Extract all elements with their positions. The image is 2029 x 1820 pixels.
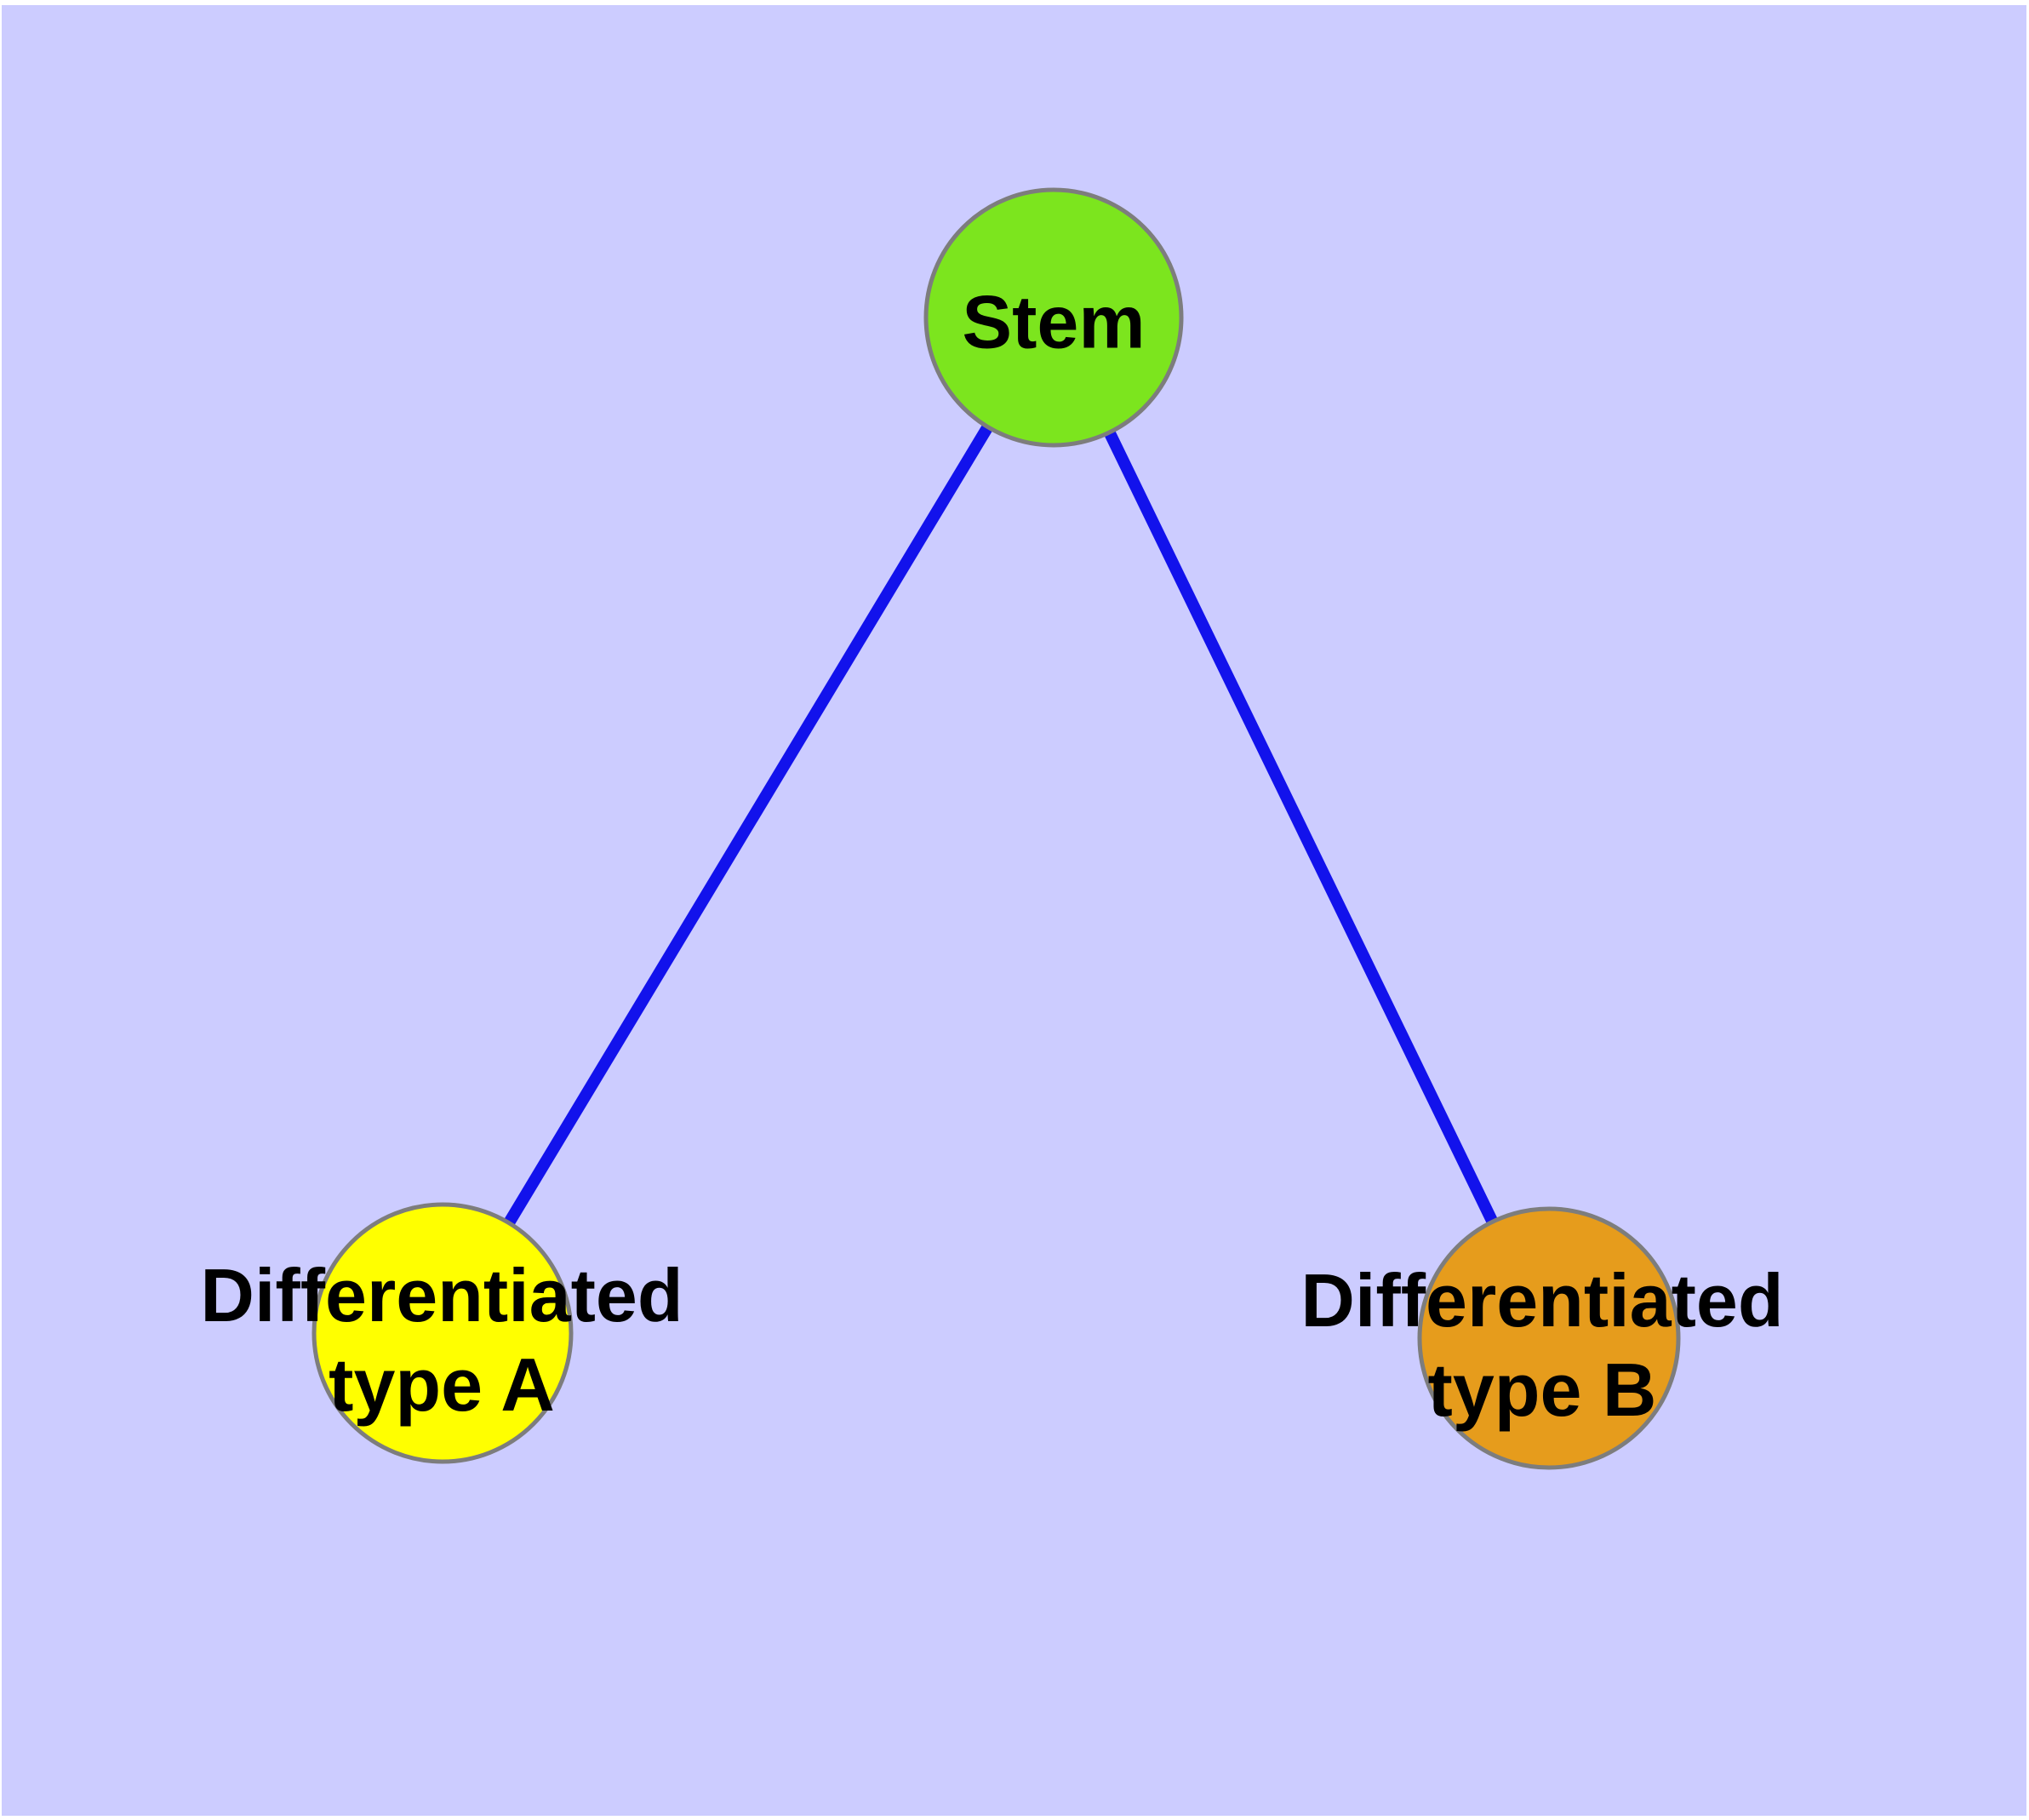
node-circle-type-a — [311, 1202, 574, 1464]
node-label-type-a: Differentiated type A — [200, 1253, 683, 1427]
edge-stem-to-type-a — [437, 314, 1059, 1336]
edge-stem-to-type-b — [1048, 314, 1555, 1342]
node-circle-stem — [923, 187, 1184, 448]
node-label-stem: Stem — [962, 279, 1146, 364]
node-label-type-b: Differentiated type B — [1300, 1258, 1784, 1432]
node-circle-type-b — [1417, 1206, 1681, 1470]
